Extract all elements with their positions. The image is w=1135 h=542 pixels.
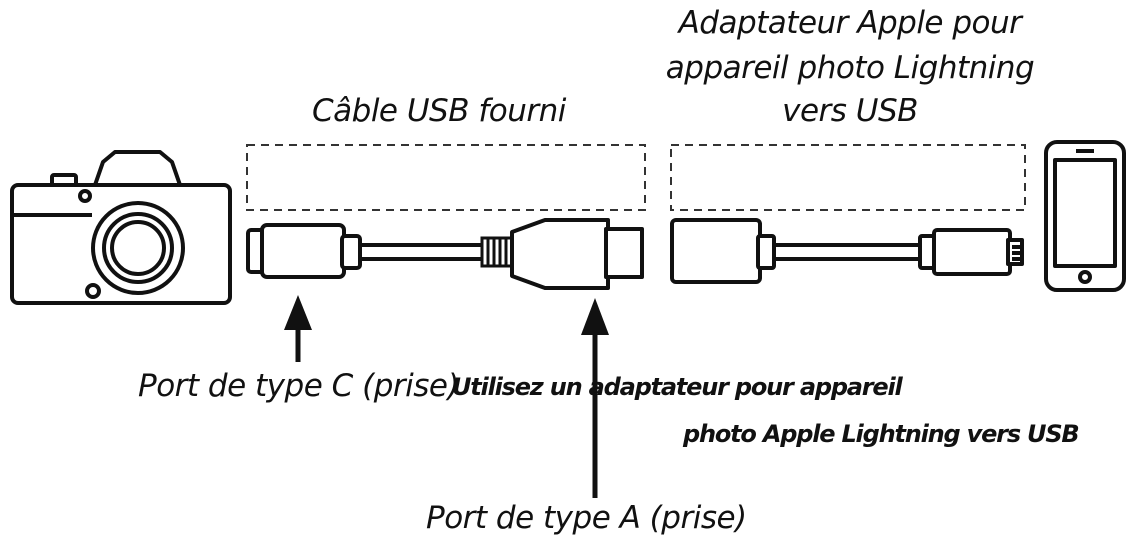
- adapter-label-line2: appareil photo Lightning: [665, 50, 1035, 86]
- lightning-adapter-icon: [670, 218, 1024, 284]
- adapter-label-line3: vers USB: [782, 93, 918, 129]
- arrow-up-icon: [581, 298, 609, 498]
- usb-a-connector-icon: [510, 218, 644, 290]
- usb-cable: [360, 243, 484, 261]
- usb-cable-label: Câble USB fourni: [312, 93, 566, 129]
- strain-relief: [480, 236, 516, 268]
- adapter-note-line1: Utilisez un adaptateur pour appareil: [452, 373, 903, 401]
- adapter-bracket: [670, 144, 1026, 211]
- arrow-up-icon: [284, 295, 312, 362]
- type-a-port-label: Port de type A (prise): [426, 500, 747, 536]
- usb-cable-bracket: [246, 144, 646, 211]
- usb-c-connector-icon: [246, 223, 362, 279]
- adapter-note-line2: photo Apple Lightning vers USB: [683, 420, 1080, 448]
- phone-icon: [1044, 140, 1126, 292]
- type-c-port-label: Port de type C (prise): [138, 368, 460, 404]
- adapter-label-line1: Adaptateur Apple pour: [678, 5, 1022, 41]
- camera-icon: [10, 150, 232, 305]
